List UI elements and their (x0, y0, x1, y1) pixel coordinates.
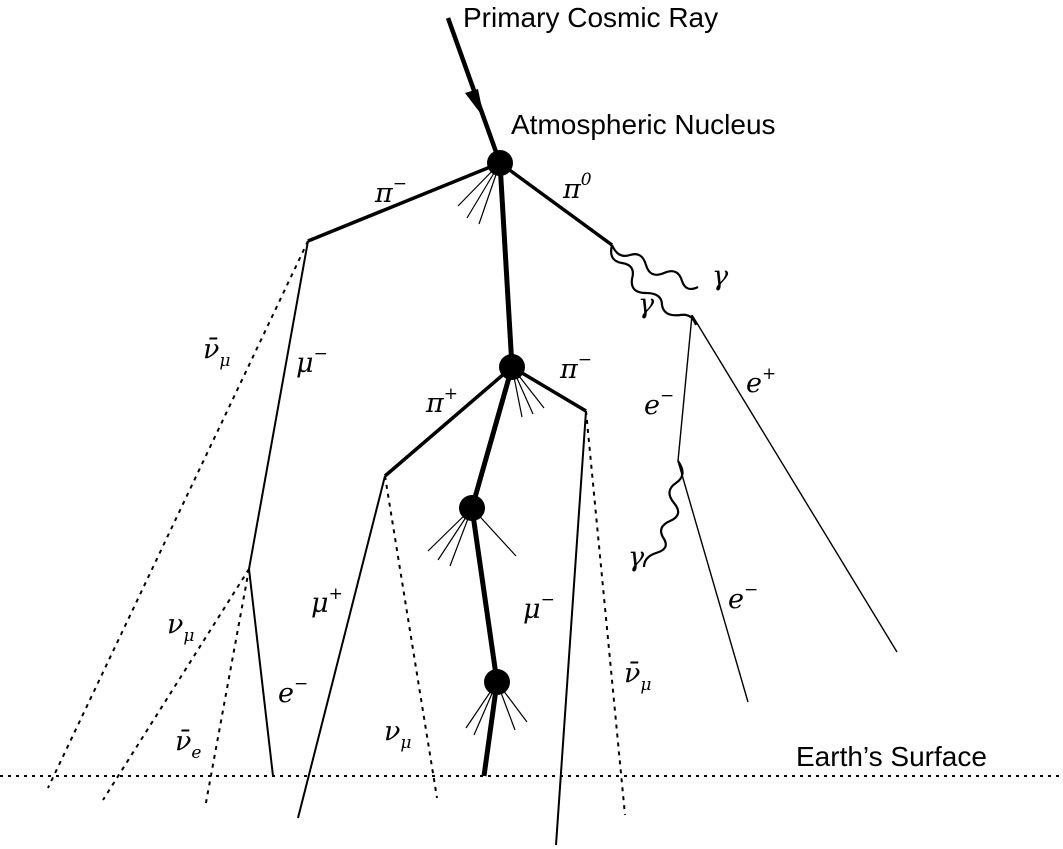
nubar-mu-2-track (585, 410, 626, 816)
gamma-1-label: γ (712, 261, 729, 292)
gamma-2-wave (610, 244, 698, 326)
primary-cosmic-ray-label: Primary Cosmic Ray (463, 2, 718, 33)
gamma-1-wave (610, 244, 699, 291)
atmospheric-nucleus-label: Atmospheric Nucleus (511, 109, 776, 140)
vertex-4 (484, 669, 510, 695)
pi-minus-2-label: π− (559, 350, 592, 385)
mu-minus-1-label: μ− (296, 344, 328, 379)
e-minus-2-label: e− (728, 580, 758, 615)
nu-mu-1-track (102, 568, 250, 801)
nubar-mu-1-track (47, 240, 309, 789)
pi-minus-2-track (511, 365, 587, 413)
e-minus-3-track (248, 568, 274, 777)
e-minus-1-track (677, 314, 693, 462)
vertex-2 (499, 354, 525, 380)
nubar-e-label: ν̄e (175, 726, 201, 763)
pi-zero-label: π0 (562, 170, 592, 205)
mu-minus-2-track (555, 410, 587, 846)
pi-minus-1-track (307, 161, 501, 243)
mu-plus-track (297, 475, 386, 819)
nu-mu-1-label: νμ (167, 609, 194, 646)
mu-plus-label: μ+ (311, 584, 343, 619)
e-minus-3-label: e− (278, 674, 308, 709)
gamma-3-wave (642, 460, 684, 568)
vertex-3 (459, 495, 485, 521)
primary-ray-arrowhead (465, 89, 484, 118)
nubar-mu-2-label: ν̄μ (624, 658, 651, 695)
e-plus-track (691, 314, 898, 653)
pi-minus-1-label: π− (374, 174, 407, 209)
nu-mu-2-label: νμ (384, 716, 411, 753)
nubar-mu-1-label: ν̄μ (203, 334, 230, 371)
pi-zero-track (498, 161, 614, 247)
gamma-2-label: γ (638, 289, 655, 320)
e-minus-1-label: e− (644, 386, 674, 421)
gamma-3-label: γ (628, 542, 645, 573)
e-plus-label: e+ (746, 364, 776, 399)
pi-plus-label: π+ (425, 384, 458, 419)
mu-minus-1-track (248, 240, 309, 570)
vertex-nucleus (487, 150, 513, 176)
nubar-e-track (204, 568, 250, 809)
earth-surface-label: Earth’s Surface (796, 741, 987, 772)
e-minus-2-track (677, 460, 749, 703)
nu-mu-2-track (384, 475, 438, 799)
mu-minus-2-label: μ− (523, 590, 555, 625)
pi-plus-track (383, 365, 514, 478)
